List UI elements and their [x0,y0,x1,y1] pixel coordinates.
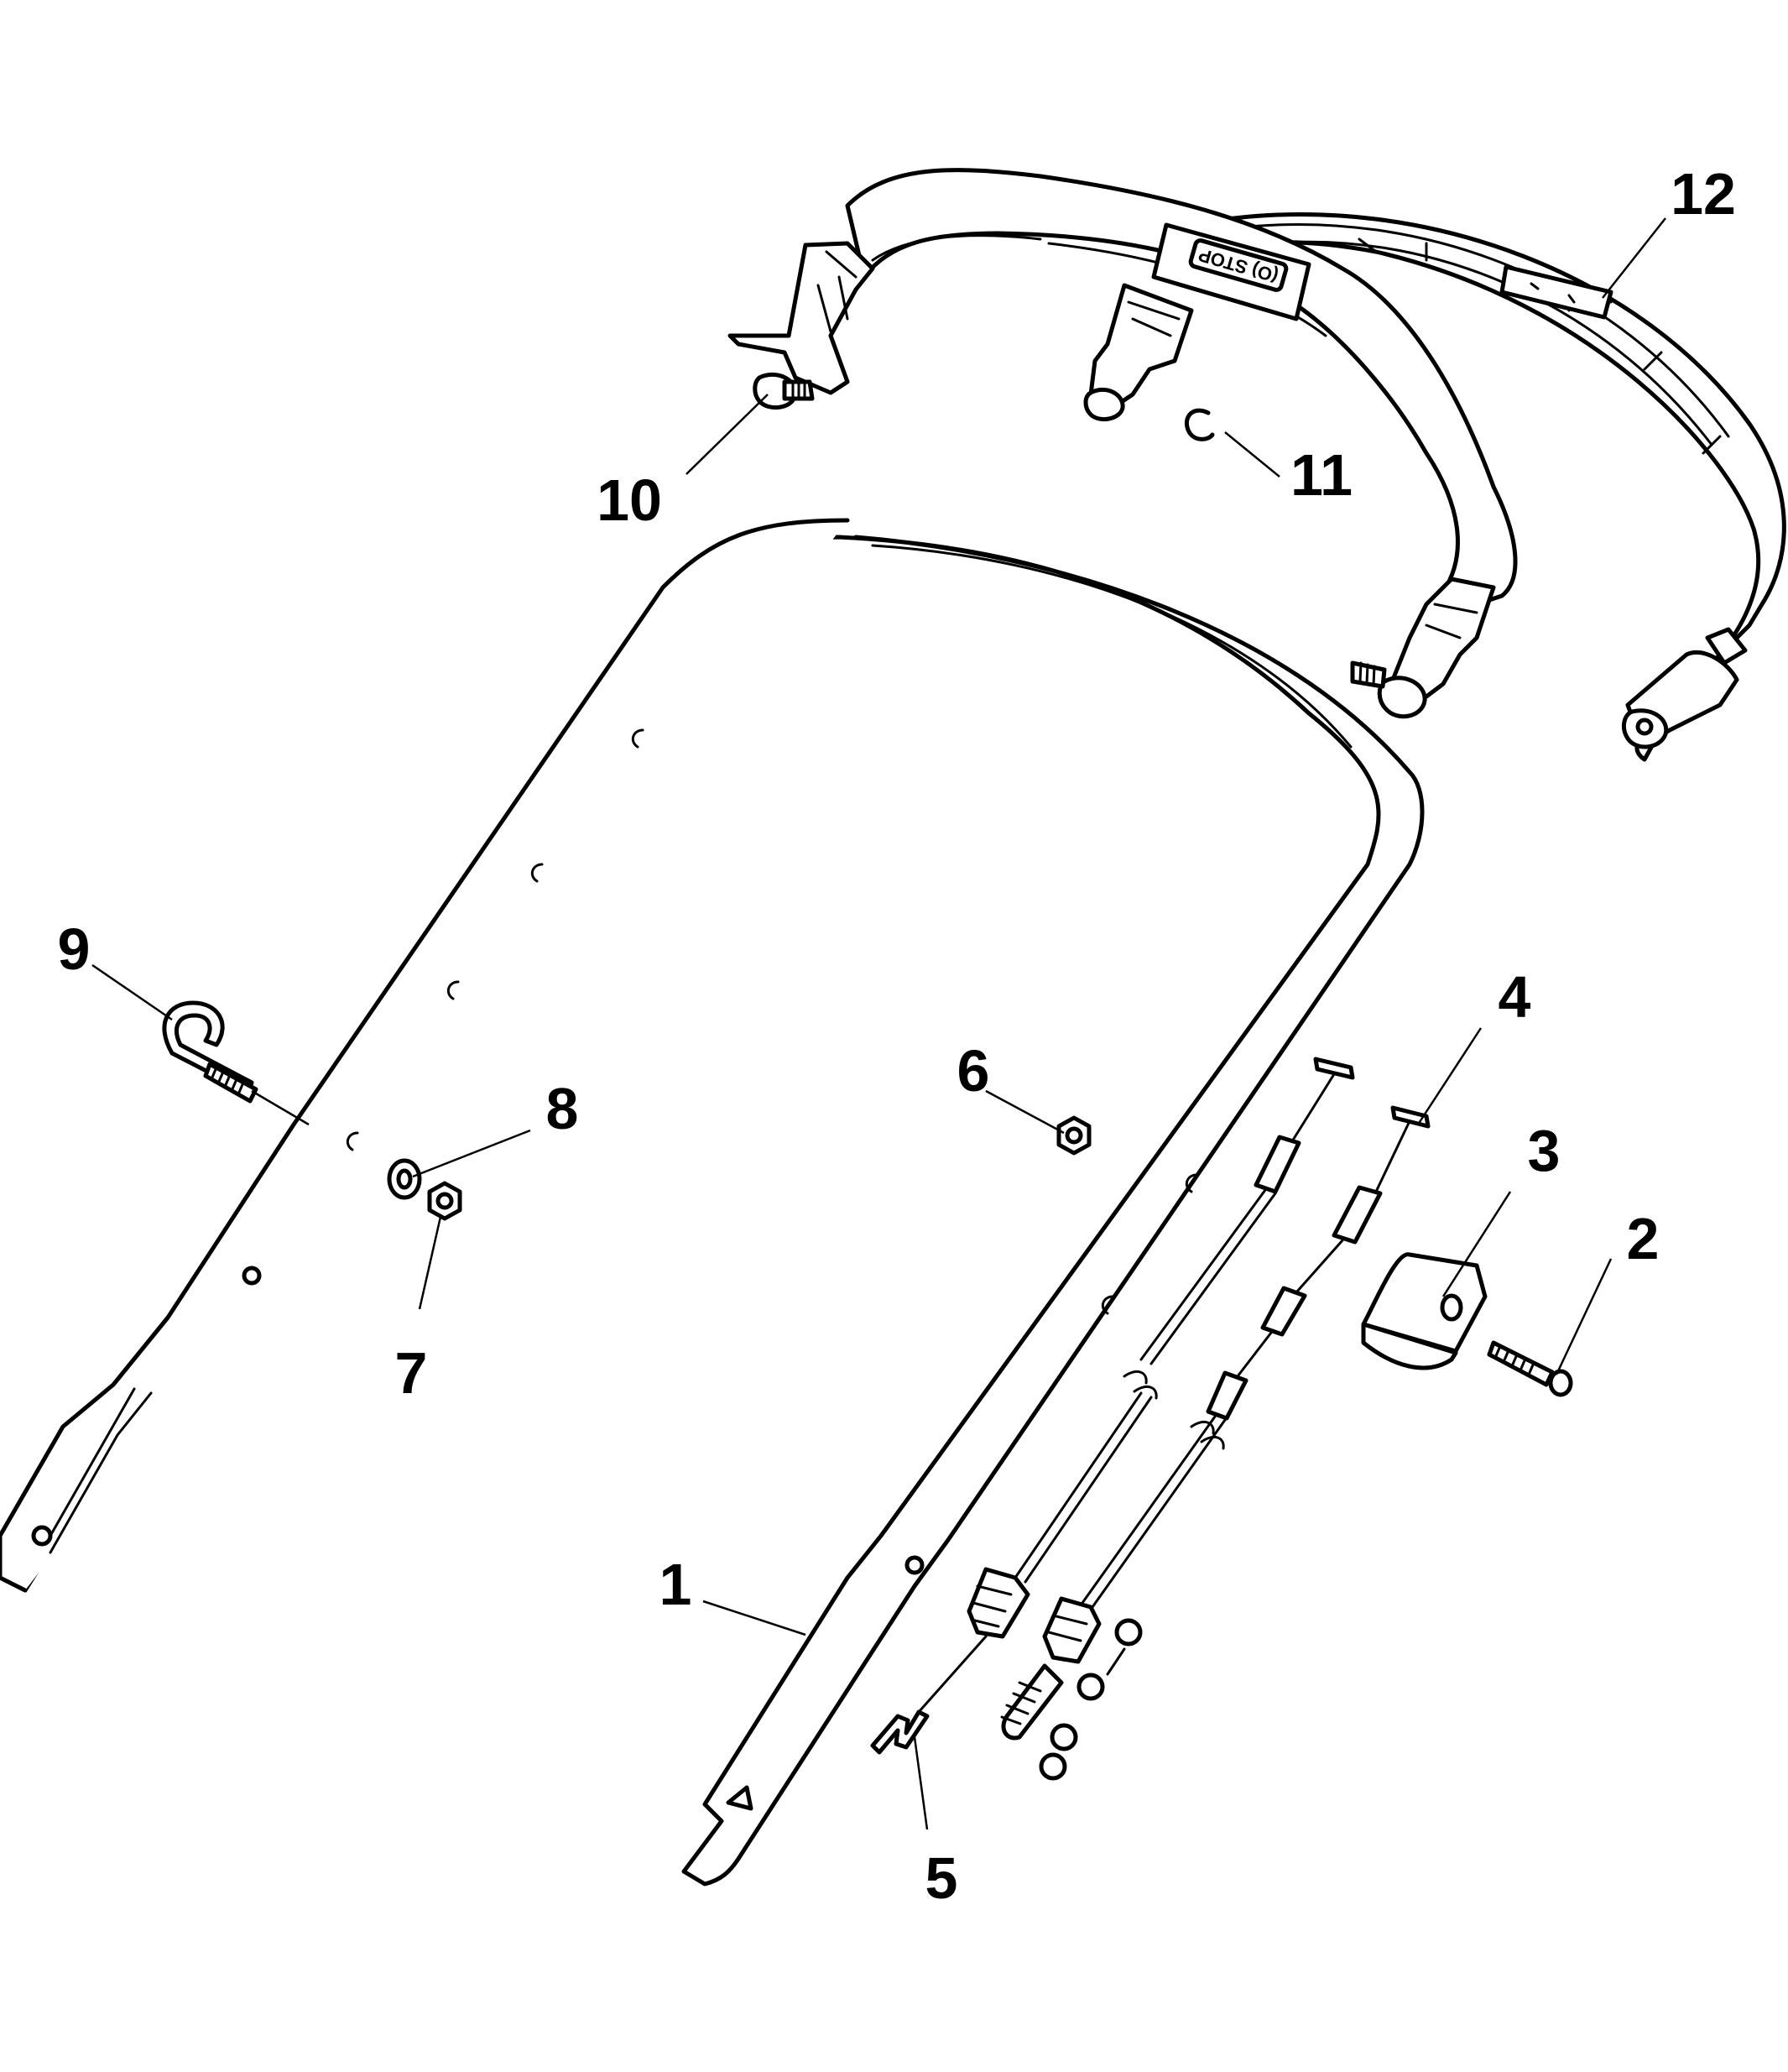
callout-10: 10 [597,467,662,533]
callout-8: 8 [546,1076,579,1141]
callout-labels: 1 2 3 4 5 6 7 8 9 10 11 12 [58,161,1736,1911]
callout-2: 2 [1627,1206,1660,1271]
part-7-nut [427,1181,462,1221]
part-1-lower-handle [0,518,1425,1887]
part-12-rear-grip [1214,212,1786,762]
part-3-block [1361,1252,1488,1370]
part-6-nut [1056,1115,1092,1156]
part-2-screw [1487,1340,1573,1397]
leader-lines [91,217,1666,1830]
part-9-hook-bolt [162,1000,258,1104]
callout-7: 7 [395,1340,428,1406]
callout-6: 6 [957,1038,990,1104]
callout-9: 9 [58,916,91,982]
callout-5: 5 [925,1845,958,1911]
part-11-clip [1184,408,1215,441]
callout-12: 12 [1671,161,1736,227]
part-8-washer [387,1158,422,1200]
upper-handle-bar: (O) STOP [727,168,1518,719]
callout-4: 4 [1499,964,1531,1030]
callout-3: 3 [1528,1118,1561,1183]
part-5-z-link [870,1709,930,1755]
callout-1: 1 [659,1552,692,1617]
callout-11: 11 [1290,442,1353,508]
